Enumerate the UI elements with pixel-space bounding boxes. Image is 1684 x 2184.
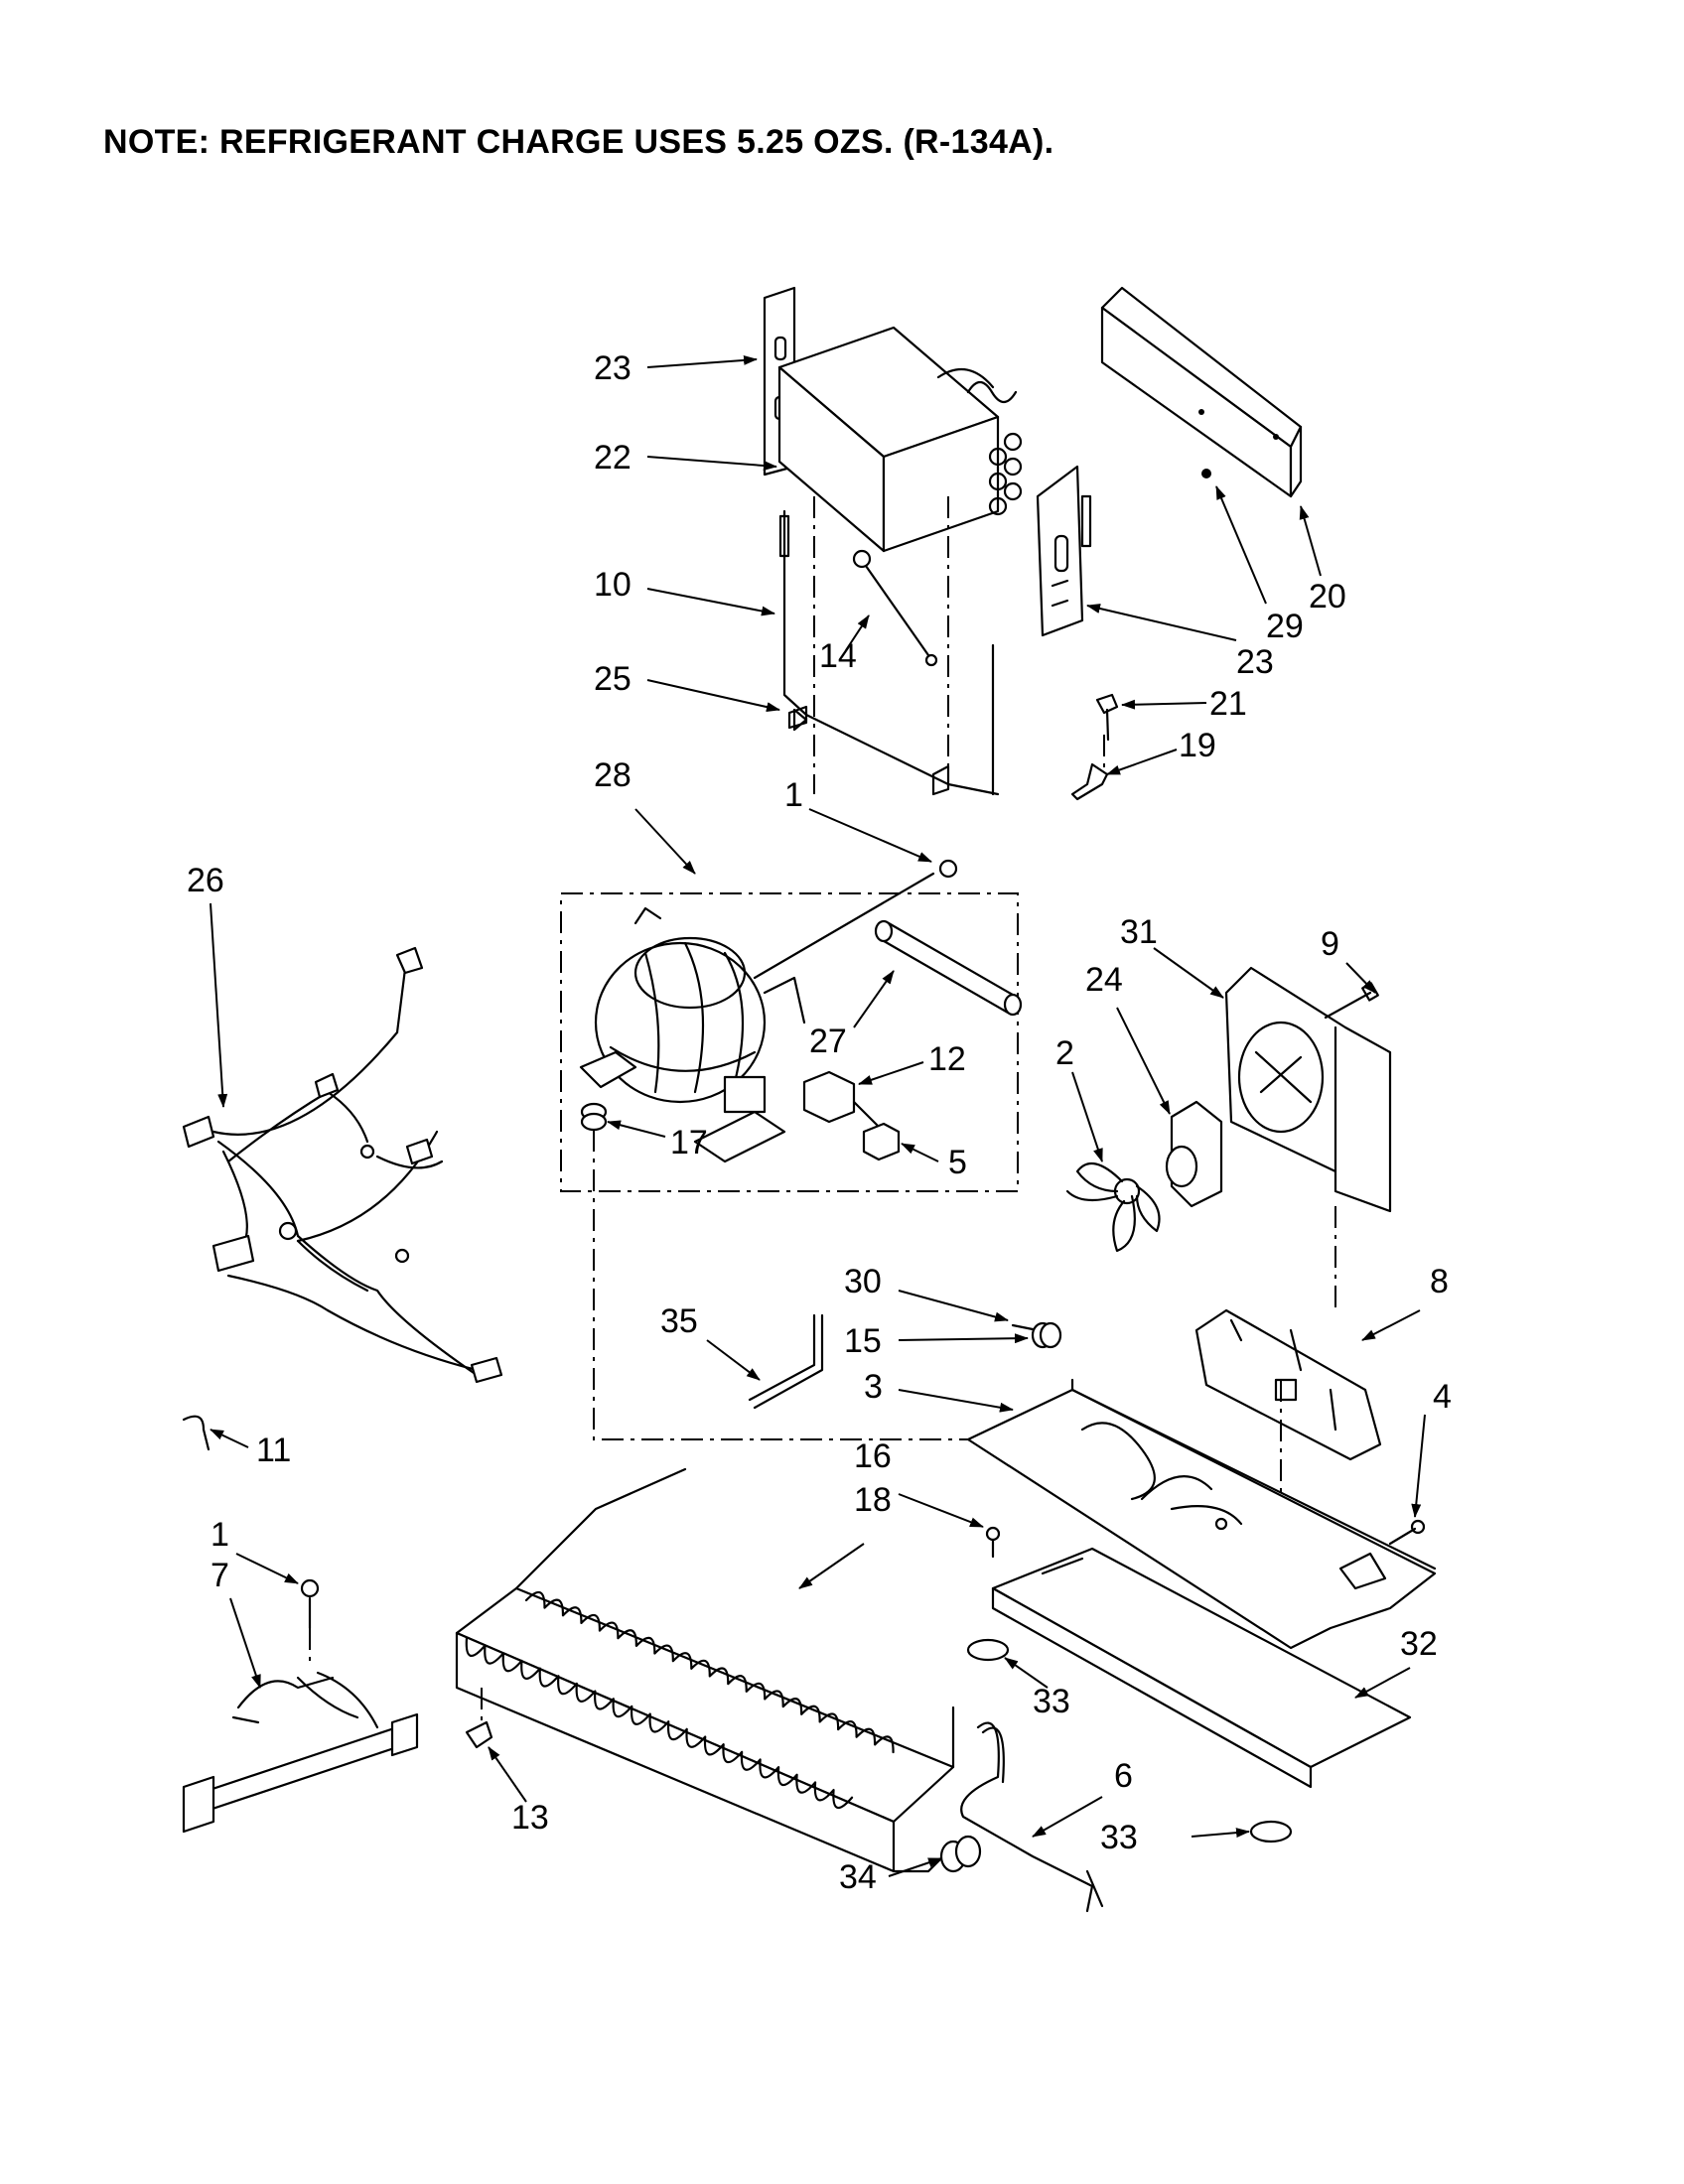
callout-21: 21 — [1209, 685, 1247, 723]
part-17-grommet — [580, 1102, 608, 1132]
part-27-drier — [874, 919, 1023, 1017]
callout-9: 9 — [1321, 925, 1339, 963]
part-1-screw-bottom — [300, 1578, 320, 1630]
callout-26: 26 — [187, 862, 224, 899]
callout-15: 15 — [844, 1322, 882, 1360]
callout-1-lower: 1 — [210, 1516, 229, 1554]
part-31-fan-shroud — [1224, 966, 1392, 1213]
part-10-tube — [778, 509, 1000, 796]
callout-23-upper: 23 — [594, 349, 632, 387]
callout-33-upper: 33 — [1033, 1683, 1070, 1720]
callout-22: 22 — [594, 439, 632, 477]
callout-23-lower: 23 — [1236, 643, 1274, 681]
part-7-harness — [182, 1671, 419, 1834]
callout-27: 27 — [809, 1023, 847, 1060]
part-25-clip — [787, 705, 950, 796]
callout-1-upper: 1 — [784, 776, 803, 814]
part-6-tube — [960, 1721, 1104, 1913]
part-16-screw — [985, 1526, 1001, 1559]
callout-33-lower: 33 — [1100, 1819, 1138, 1856]
part-19-clip — [1070, 762, 1109, 801]
part-21-screw — [1095, 693, 1119, 742]
callout-34: 34 — [839, 1858, 877, 1896]
callout-30: 30 — [844, 1263, 882, 1300]
part-33-foot-right — [1249, 1820, 1293, 1843]
part-12-relay — [802, 1070, 881, 1129]
part-5-overload — [862, 1122, 901, 1161]
callout-3: 3 — [864, 1368, 883, 1406]
callout-31: 31 — [1120, 913, 1158, 951]
callout-19: 19 — [1179, 727, 1216, 764]
callout-8: 8 — [1430, 1263, 1449, 1300]
callout-35: 35 — [660, 1302, 698, 1340]
part-20-duct-cover — [1100, 286, 1303, 498]
part-8-fan-bracket — [1194, 1308, 1382, 1461]
part-24-fan-motor — [1165, 1100, 1223, 1208]
part-3-base-plate — [966, 1378, 1437, 1650]
callout-20: 20 — [1309, 578, 1346, 615]
part-28-compressor-assembly-box — [560, 892, 1019, 1192]
part-13-clip — [465, 1720, 493, 1749]
callout-18: 18 — [854, 1481, 892, 1519]
part-15-grommet — [1031, 1321, 1062, 1349]
part-23-right-bracket — [1036, 465, 1092, 637]
part-4-screw — [1388, 1519, 1426, 1546]
part-26-wiring-harness — [182, 946, 503, 1384]
part-22-evaporator-box — [777, 326, 1023, 553]
part-11-clip — [182, 1415, 210, 1451]
part-18-condenser-coil — [455, 1467, 955, 1873]
callout-12: 12 — [928, 1040, 966, 1078]
callout-25: 25 — [594, 660, 632, 698]
callout-16: 16 — [854, 1437, 892, 1475]
part-14-thermistor — [852, 549, 938, 667]
part-35-tube — [748, 1313, 824, 1410]
callout-14: 14 — [819, 637, 857, 675]
part-32-panel — [991, 1547, 1412, 1789]
callout-4: 4 — [1433, 1378, 1452, 1416]
part-34-sleeve — [939, 1835, 982, 1873]
part-2-fan-blade — [1065, 1161, 1161, 1253]
callout-5: 5 — [948, 1144, 967, 1181]
callout-29: 29 — [1266, 608, 1304, 645]
part-29-screw — [1201, 469, 1211, 478]
part-1-screw-top — [938, 859, 958, 879]
callout-11: 11 — [256, 1432, 291, 1469]
refrigerant-note: NOTE: REFRIGERANT CHARGE USES 5.25 OZS. … — [103, 123, 1054, 161]
callout-32: 32 — [1400, 1625, 1438, 1663]
callout-7: 7 — [210, 1557, 229, 1594]
callout-17: 17 — [670, 1124, 708, 1161]
callout-28: 28 — [594, 756, 632, 794]
callout-13: 13 — [511, 1799, 549, 1837]
compressor — [579, 872, 935, 1163]
callout-2: 2 — [1055, 1034, 1074, 1072]
callout-6: 6 — [1114, 1757, 1133, 1795]
callout-24: 24 — [1085, 961, 1123, 999]
callout-10: 10 — [594, 566, 632, 604]
part-33-foot-left — [966, 1638, 1010, 1662]
